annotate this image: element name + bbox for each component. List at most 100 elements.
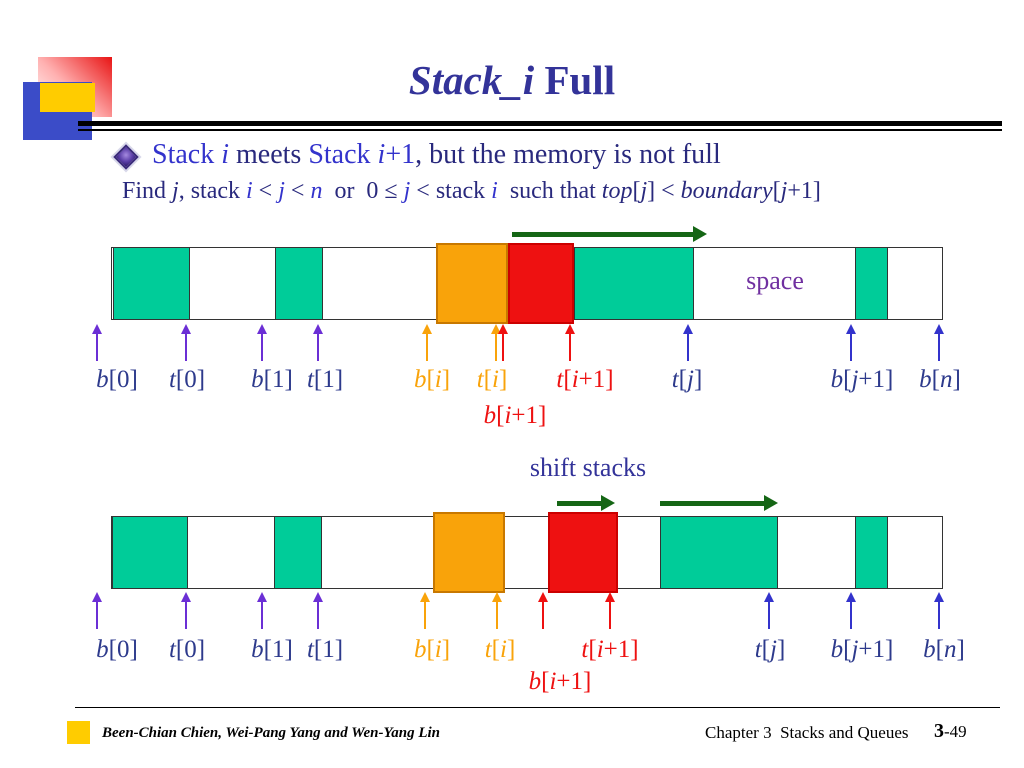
label-char: b [923, 636, 936, 663]
label-char: i [571, 366, 579, 393]
label-char: i [500, 636, 507, 663]
diagram-caption: space [746, 266, 804, 295]
label-char: [ [426, 366, 435, 393]
arrow-shaft [687, 334, 689, 361]
shift-direction-arrow [660, 495, 778, 511]
text-segment: Stack [152, 139, 222, 170]
pointer-arrow [490, 324, 502, 361]
pointer-label: t[1] [307, 636, 343, 664]
arrowhead-icon [92, 324, 102, 334]
pointer-arrow [604, 592, 616, 629]
arrowhead-icon [257, 592, 267, 602]
arrow-shaft [185, 602, 187, 629]
label-char: + [603, 636, 618, 663]
label-char: ] [334, 636, 344, 663]
red-memory-block [548, 512, 618, 593]
bullet-text: Stack i meets Stack i+1, but the memory … [152, 139, 721, 171]
arrow-shaft [502, 334, 504, 361]
label-char: j [770, 636, 777, 663]
label-char: + [578, 366, 593, 393]
label-char: [ [313, 636, 323, 663]
pointer-label: t[i] [477, 366, 508, 394]
green-memory-block [855, 247, 888, 320]
label-char: j [851, 366, 859, 393]
pointer-arrow [91, 592, 103, 629]
text-segment: ] < [647, 178, 681, 204]
arrow-shaft [569, 334, 571, 361]
arrow-shaft [495, 334, 497, 361]
title-regular-part: Full [534, 57, 616, 103]
green-memory-block [113, 247, 190, 320]
arrowhead-icon [498, 324, 508, 334]
label-char: 1 [272, 636, 285, 663]
label-char: + [858, 366, 873, 393]
label-char: [ [588, 636, 597, 663]
label-char: t [671, 366, 679, 393]
text-segment: +1 [385, 139, 416, 170]
label-char: j [851, 636, 859, 663]
diagram-caption: shift stacks [529, 453, 647, 482]
arrowhead-icon [492, 592, 502, 602]
label-char: 1 [322, 636, 335, 663]
text-segment: [ [632, 178, 641, 204]
text-segment: n [310, 178, 323, 204]
label-char: i [549, 668, 557, 695]
pointer-label: b[n] [919, 366, 961, 394]
label-char: [ [426, 636, 435, 663]
label-char: 0 [184, 636, 197, 663]
label-char: ] [506, 636, 516, 663]
text-segment: [ [772, 178, 781, 204]
label-char: [ [843, 366, 852, 393]
label-char: 0 [117, 636, 130, 663]
text-segment: i [221, 139, 229, 170]
label-char: t [476, 366, 484, 393]
arrowhead-icon [313, 592, 323, 602]
label-char: ] [538, 402, 547, 429]
footer-page-slide-number: -49 [944, 722, 967, 741]
label-char: ] [441, 636, 451, 663]
label-char: ] [196, 366, 206, 393]
arrowhead-icon [538, 592, 548, 602]
label-char: [ [263, 636, 272, 663]
label-char: n [940, 366, 953, 393]
text-segment: j [403, 178, 411, 204]
pointer-label: b[0] [96, 636, 138, 664]
pointer-label: t[i+1] [581, 636, 638, 664]
footer-divider [75, 707, 1000, 708]
arrowhead-icon [934, 592, 944, 602]
text-segment: +1] [787, 178, 821, 204]
pointer-arrow [419, 592, 431, 629]
arrow-shaft [96, 602, 98, 629]
label-char: b [251, 636, 264, 663]
arrowhead-icon [934, 324, 944, 334]
pointer-label: t[1] [307, 366, 343, 394]
arrow-shaft [317, 602, 319, 629]
label-char: b [96, 636, 109, 663]
orange-memory-block [436, 243, 508, 324]
pointer-arrow [537, 592, 549, 629]
label-char: t [581, 636, 589, 663]
label-char: 1 [272, 366, 285, 393]
label-char: [ [678, 366, 687, 393]
arrow-shaft [424, 602, 426, 629]
label-char: i [504, 402, 512, 429]
green-memory-block [274, 516, 322, 589]
arrowhead-icon [491, 324, 501, 334]
text-segment: Stack [308, 139, 378, 170]
memory-after-shift-bar [111, 516, 943, 589]
text-segment: i [491, 178, 498, 204]
pointer-label: t[0] [169, 366, 205, 394]
pointer-arrow [180, 324, 192, 361]
label-char: b [483, 402, 497, 429]
label-char: b [830, 366, 844, 393]
label-char: ] [952, 366, 961, 393]
arrow-shaft [660, 500, 764, 506]
pointer-label: t[j] [672, 366, 703, 394]
label-char: + [858, 636, 873, 663]
green-memory-block [855, 516, 888, 589]
label-char: ] [885, 636, 894, 663]
label-char: i [492, 366, 499, 393]
arrow-shaft [261, 334, 263, 361]
label-char: t [306, 636, 314, 663]
label-char: ] [693, 366, 703, 393]
